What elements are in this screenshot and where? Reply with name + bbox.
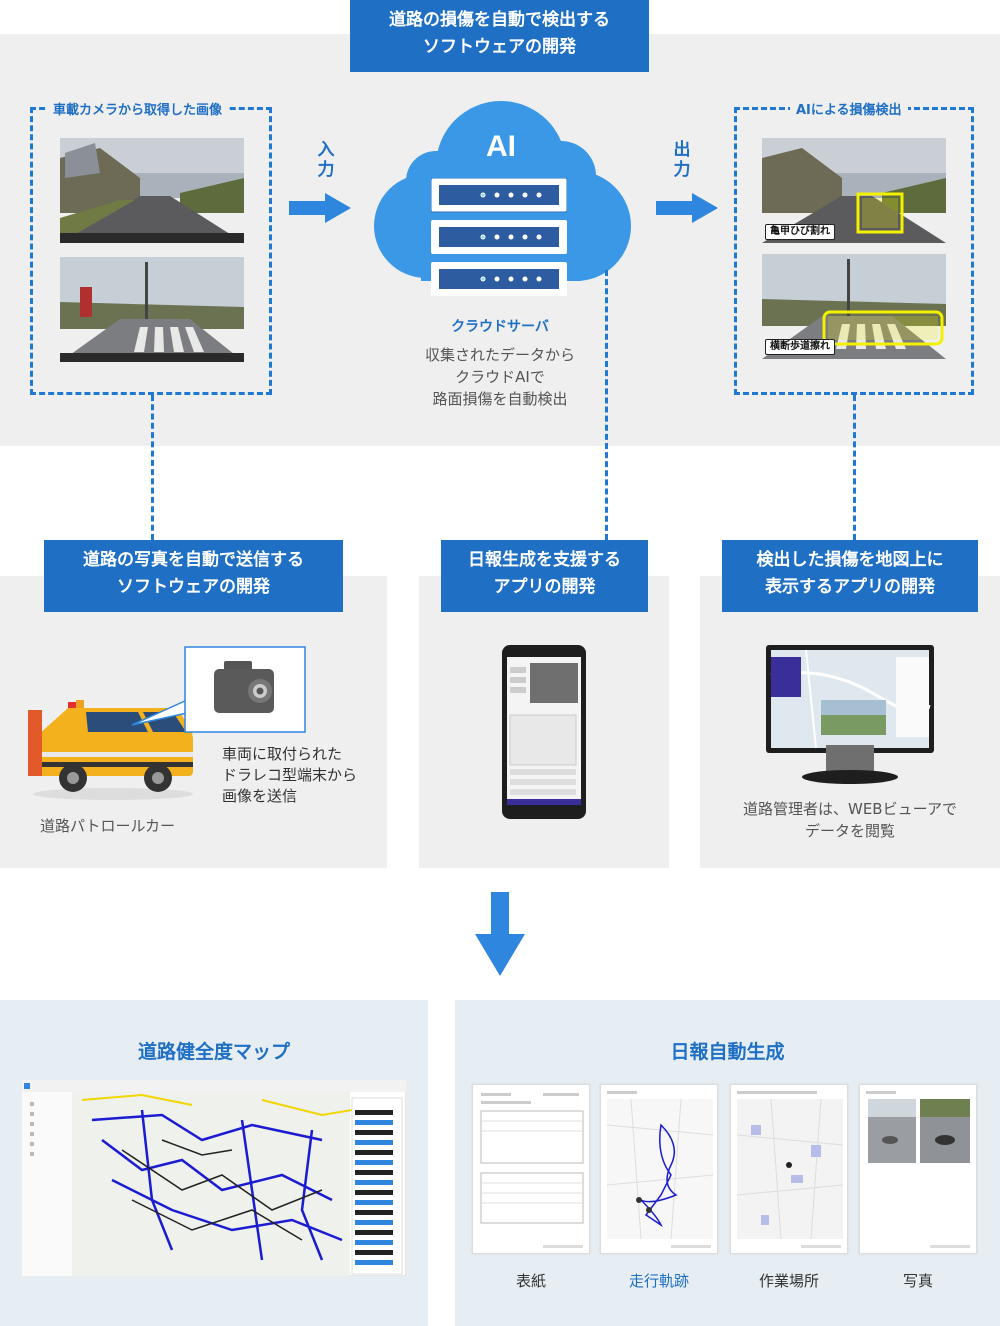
car-desc-line3: 画像を送信	[222, 787, 298, 805]
server-icon	[430, 177, 568, 300]
input-images-label: 車載カメラから取得した画像	[47, 99, 229, 118]
down-arrow	[475, 892, 525, 980]
road-photo-1	[60, 138, 244, 243]
connector-right	[853, 395, 856, 540]
server-title: クラウドサーバ	[451, 319, 549, 335]
dashcam-callout	[131, 645, 308, 739]
monitor-description: 道路管理者は、WEBビューアで データを閲覧	[712, 798, 988, 842]
health-map-title: 道路健全度マップ	[137, 1041, 290, 1063]
damage-tag-2: 横断歩道擦れ	[765, 339, 835, 355]
report-page-track	[600, 1084, 718, 1254]
input-arrow	[289, 193, 351, 227]
page-label-cover: 表紙	[515, 1272, 546, 1290]
connector-left	[151, 395, 154, 540]
output-arrow	[656, 193, 718, 227]
server-desc-line1: 収集されたデータから	[424, 346, 575, 364]
daily-report-title: 日報自動生成	[670, 1041, 785, 1063]
middle-left-title-line2: ソフトウェアの開発	[117, 577, 270, 597]
car-description: 車両に取付られた ドラレコ型端末から 画像を送信	[222, 744, 357, 807]
middle-left-title: 道路の写真を自動で送信する ソフトウェアの開発	[44, 540, 343, 612]
middle-left-title-line1: 道路の写真を自動で送信する	[83, 550, 304, 570]
detection-photo-2	[762, 254, 946, 359]
damage-tag-1: 亀甲ひび割れ	[765, 224, 835, 240]
page-label-photos: 写真	[902, 1272, 933, 1290]
report-page-worksite	[730, 1084, 848, 1254]
car-desc-line1: 車両に取付られた	[222, 745, 343, 763]
server-description: 収集されたデータから クラウドAIで 路面損傷を自動検出	[390, 344, 610, 410]
monitor-desc-line1: 道路管理者は、WEBビューアで	[742, 800, 957, 818]
input-arrow-label: 入力	[317, 140, 335, 180]
smartphone-mockup	[502, 645, 586, 823]
cloud-ai-label: AI	[486, 130, 516, 163]
server-desc-line2: クラウドAIで	[455, 368, 545, 386]
server-desc-line3: 路面損傷を自動検出	[432, 390, 568, 408]
report-page-photos	[859, 1084, 977, 1254]
report-page-cover	[472, 1084, 590, 1254]
output-arrow-label: 出力	[673, 140, 691, 180]
top-title-line2: ソフトウェアの開発	[423, 37, 576, 57]
monitor-mockup	[766, 645, 934, 789]
top-section-title: 道路の損傷を自動で検出する ソフトウェアの開発	[350, 0, 649, 72]
middle-right-title: 検出した損傷を地図上に 表示するアプリの開発	[722, 540, 978, 612]
connector-center	[605, 270, 608, 540]
monitor-desc-line2: データを閲覧	[804, 822, 895, 840]
middle-center-title-line1: 日報生成を支援する	[468, 550, 621, 570]
middle-right-title-line2: 表示するアプリの開発	[765, 577, 935, 597]
top-title-line1: 道路の損傷を自動で検出する	[389, 10, 610, 30]
car-caption: 道路パトロールカー	[40, 817, 176, 835]
output-images-label: AIによる損傷検出	[790, 99, 908, 118]
patrol-car-illustration	[28, 690, 198, 806]
health-map-screenshot	[21, 1079, 407, 1280]
middle-center-title-line2: アプリの開発	[493, 577, 596, 597]
page-label-worksite: 作業場所	[758, 1272, 819, 1290]
car-desc-line2: ドラレコ型端末から	[222, 766, 358, 784]
middle-center-title: 日報生成を支援する アプリの開発	[441, 540, 648, 612]
page-label-track: 走行軌跡	[628, 1272, 689, 1290]
road-photo-2	[60, 257, 244, 362]
middle-right-title-line1: 検出した損傷を地図上に	[756, 550, 944, 570]
